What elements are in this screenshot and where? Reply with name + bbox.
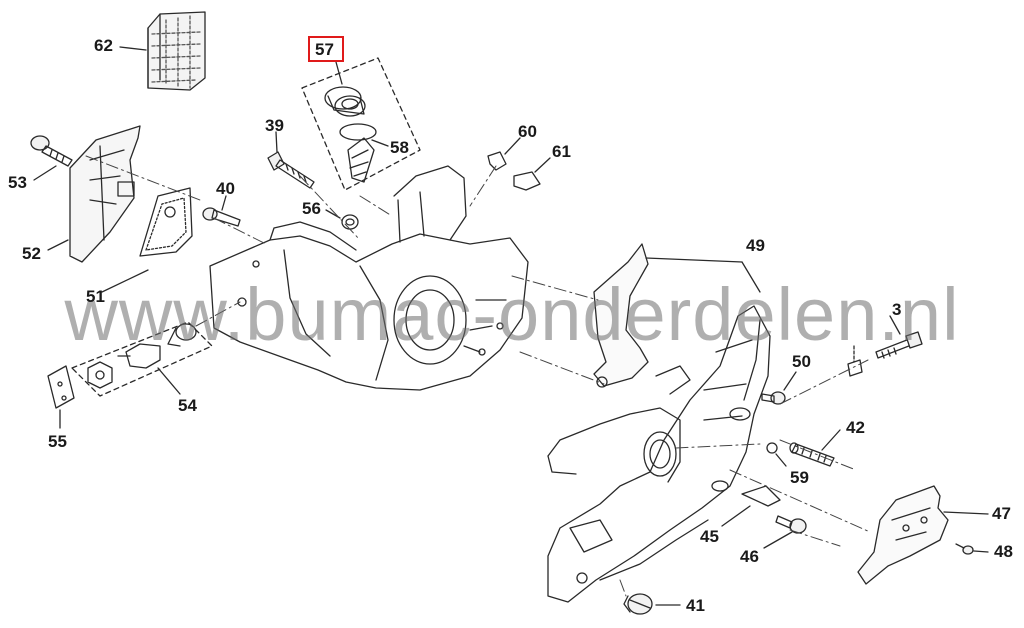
callout-42: 42 xyxy=(846,418,865,437)
watermark-text: www.bumac-onderdelen.nl xyxy=(64,273,960,356)
leader-49a xyxy=(645,257,743,263)
callout-54: 54 xyxy=(178,396,197,415)
part-47-bar-plate xyxy=(857,485,949,585)
callout-60: 60 xyxy=(518,122,537,141)
part-60-clip xyxy=(487,151,507,171)
callout-53: 53 xyxy=(8,173,27,192)
leader-59 xyxy=(775,453,787,467)
callout-52: 52 xyxy=(22,244,41,263)
part-41-plug xyxy=(623,593,653,615)
part-55-plate xyxy=(47,365,75,409)
part-48-screw xyxy=(955,543,974,555)
callout-3: 3 xyxy=(892,300,902,319)
assembly-axes xyxy=(85,155,871,597)
callout-56: 56 xyxy=(302,199,321,218)
callout-49: 49 xyxy=(746,236,765,255)
callout-46: 46 xyxy=(740,547,759,566)
leader-49b xyxy=(741,261,761,293)
leader-61 xyxy=(534,157,551,173)
crankcase-body xyxy=(209,165,529,391)
part-54-throttle-parts xyxy=(87,323,197,389)
leader-39 xyxy=(275,131,278,153)
leader-58 xyxy=(371,139,389,147)
part-50-screw xyxy=(761,391,786,405)
pin-part xyxy=(847,345,863,377)
group-57-box xyxy=(301,57,421,191)
callout-62: 62 xyxy=(94,36,113,55)
part-51-gasket xyxy=(139,187,193,257)
part-62-filter-block xyxy=(147,11,206,91)
part-53-screw xyxy=(30,135,73,167)
callout-57: 57 xyxy=(315,40,334,59)
part-61-clip xyxy=(513,171,541,191)
leader-52 xyxy=(47,239,69,251)
part-52-side-plate xyxy=(69,125,141,263)
part-56-bushing xyxy=(341,214,359,230)
callout-61: 61 xyxy=(552,142,571,161)
leader-42 xyxy=(821,429,841,451)
callout-58: 58 xyxy=(390,138,409,157)
callout-48: 48 xyxy=(994,542,1013,561)
callout-59: 59 xyxy=(790,468,809,487)
leader-46 xyxy=(763,531,793,549)
clutch-casing xyxy=(547,305,771,603)
leader-3 xyxy=(889,315,901,335)
leader-51 xyxy=(101,269,149,293)
leader-40 xyxy=(221,195,227,211)
callout-41: 41 xyxy=(686,596,705,615)
leader-60 xyxy=(504,137,521,155)
callout-47: 47 xyxy=(992,504,1011,523)
part-45-guide xyxy=(741,485,781,507)
leader-45 xyxy=(721,505,751,527)
callout-39: 39 xyxy=(265,116,284,135)
callout-51: 51 xyxy=(86,287,105,306)
leader-48 xyxy=(973,550,989,553)
part-58-strainer xyxy=(339,123,377,183)
highlight-box-57 xyxy=(308,36,344,62)
leader-53 xyxy=(33,165,57,181)
leader-62 xyxy=(119,46,147,51)
callout-55: 55 xyxy=(48,432,67,451)
part-42-stud xyxy=(789,442,835,467)
callout-40: 40 xyxy=(216,179,235,198)
leader-54 xyxy=(157,367,181,395)
part-39-bolt xyxy=(267,151,315,189)
group-54-box xyxy=(71,321,213,397)
callout-45: 45 xyxy=(700,527,719,546)
leader-47 xyxy=(943,511,989,515)
leader-57 xyxy=(335,61,343,85)
part-49-lever xyxy=(593,243,649,388)
callout-50: 50 xyxy=(792,352,811,371)
part-40-screw xyxy=(202,207,241,227)
part-57-oil-cap xyxy=(324,86,366,117)
part-59-nut xyxy=(766,442,778,454)
leader-50 xyxy=(783,371,797,391)
part-3-bolt xyxy=(875,331,923,359)
